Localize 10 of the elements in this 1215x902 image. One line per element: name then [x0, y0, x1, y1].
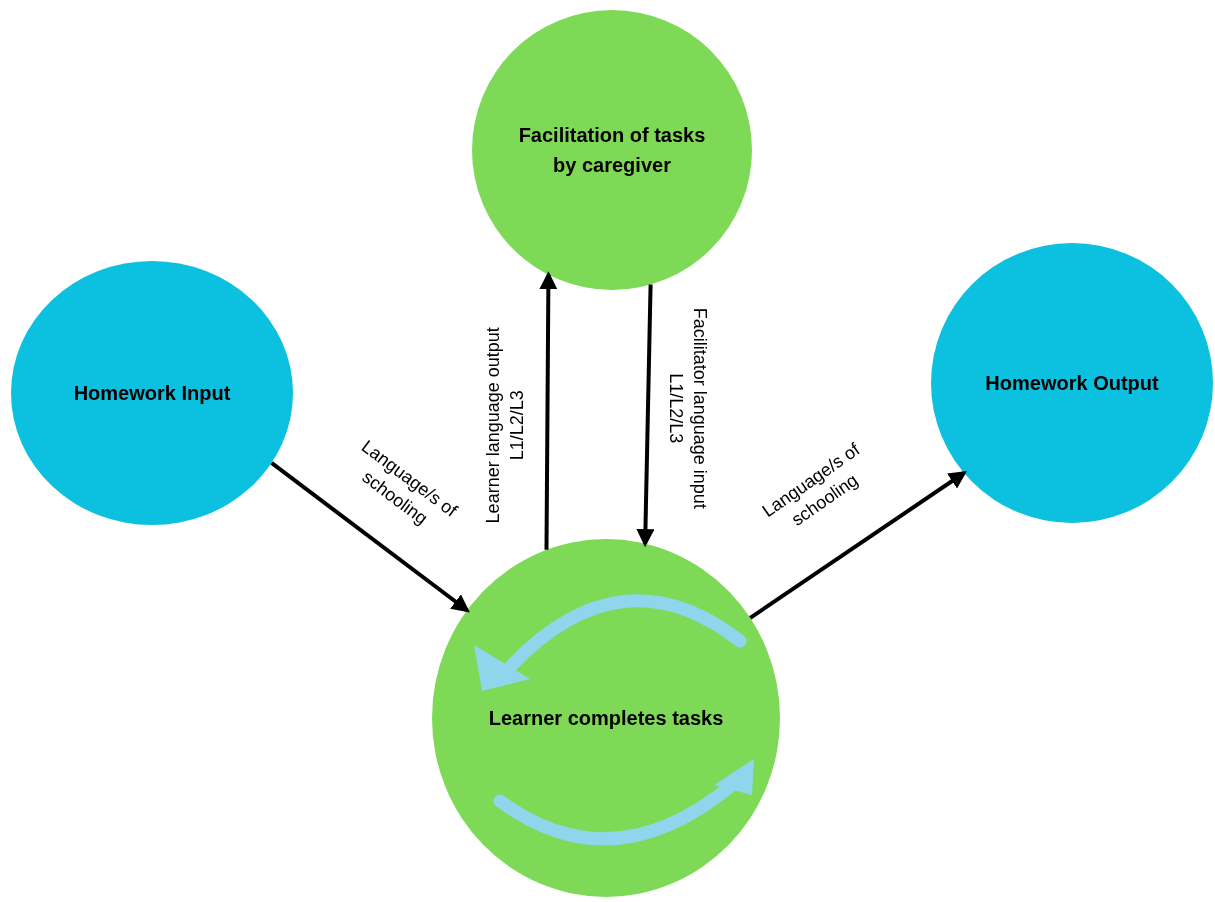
arrow: [270, 461, 470, 613]
edge-label: Learner language output L1/L2/L3: [481, 326, 528, 526]
node-label: Homework Input: [73, 381, 231, 406]
arrow: [636, 284, 655, 548]
node-label: Facilitation of tasks by caregiver: [517, 123, 707, 178]
arrow: [749, 470, 967, 620]
node-label: Homework Output: [985, 371, 1159, 396]
edge-label: Facilitator language input L1/L2/L3: [665, 306, 712, 511]
arrow: [539, 271, 558, 550]
node-label: Learner completes tasks: [488, 706, 724, 731]
